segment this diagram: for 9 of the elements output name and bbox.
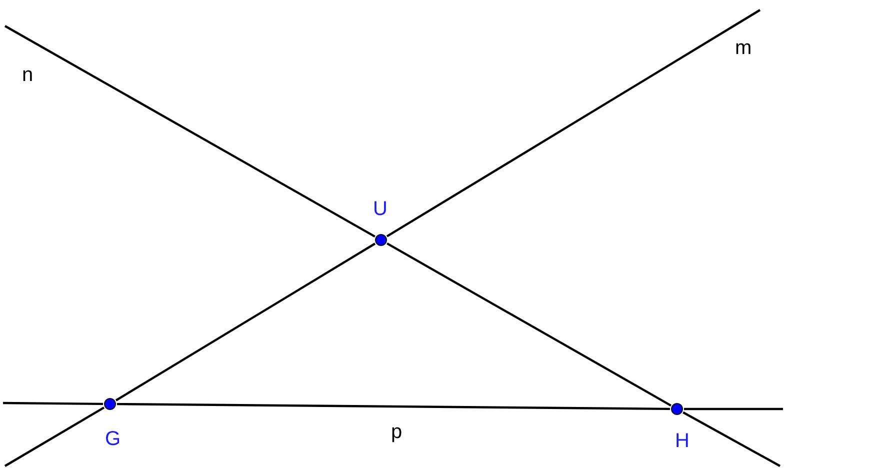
line-label: m xyxy=(735,38,752,58)
line-segment xyxy=(116,402,670,410)
point-label: G xyxy=(105,429,121,449)
line-label: p xyxy=(391,422,402,442)
point-label: H xyxy=(675,431,690,451)
line-label: n xyxy=(22,65,34,85)
line-segment xyxy=(115,242,376,402)
point-label: U xyxy=(373,199,388,219)
line-segment xyxy=(386,242,672,406)
